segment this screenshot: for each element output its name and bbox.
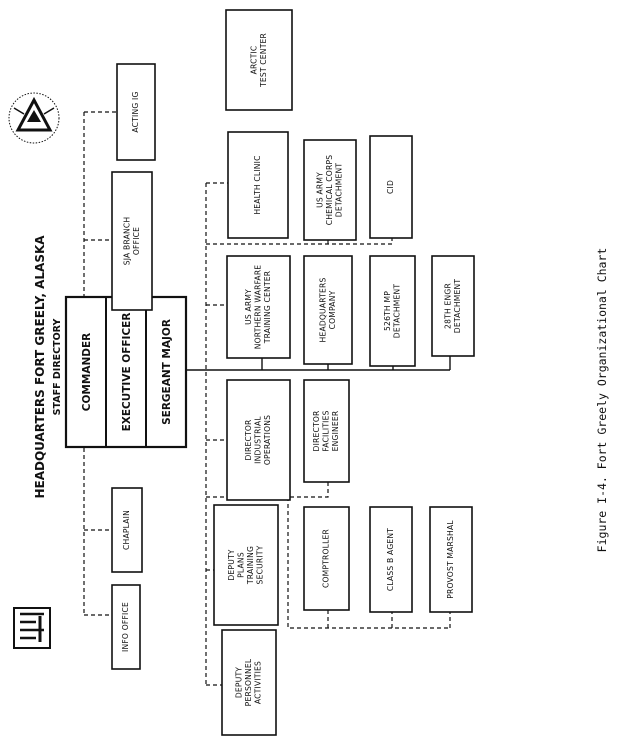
- director-facilities-engineer-box-label: ENGINEER: [331, 410, 340, 451]
- engr-detachment-box-label: 28TH ENGR: [443, 283, 452, 329]
- chaplain-box-frame: [111, 487, 143, 573]
- chemical-corps-box-label: US ARMY: [316, 172, 325, 208]
- executive-officer-label: EXECUTIVE OFFICER: [121, 313, 133, 432]
- army-emblem-logo: [13, 607, 51, 649]
- sja-branch-office-box-label: OFFICE: [132, 227, 141, 255]
- director-facilities-engineer-box-label: DIRECTOR: [312, 410, 321, 451]
- class-b-agent-box-frame: [369, 506, 413, 613]
- deputy-plans-training-security-box-frame: [213, 504, 279, 626]
- commander-label: COMMANDER: [81, 333, 93, 411]
- info-office-box-frame: [111, 584, 141, 670]
- arctic-test-center-box-frame: [225, 9, 293, 111]
- headquarters-company-box-frame: [303, 255, 353, 365]
- cid-box: CID: [369, 135, 413, 239]
- director-facilities-engineer-box-frame: [303, 379, 350, 483]
- arctic-test-center-box-label: TEST CENTER: [259, 32, 268, 88]
- figure-caption: Figure I-4. Fort Greely Organizational C…: [595, 248, 609, 553]
- health-clinic-box-frame: [227, 131, 289, 239]
- director-industrial-operations-box-label: INDUSTRIAL: [254, 416, 263, 464]
- provost-marshal-box-frame: [429, 506, 473, 613]
- cid-box-frame: [369, 135, 413, 239]
- health-clinic-box: HEALTH CLINIC: [227, 131, 289, 239]
- deputy-plans-training-security-box-label: DEPUTY: [227, 549, 236, 580]
- chaplain-box-label: CHAPLAIN: [122, 510, 131, 550]
- acting-ig-box: ACTING IG: [116, 63, 156, 161]
- director-industrial-operations-box-frame: [226, 379, 291, 501]
- deputy-plans-training-security-box-label: TRAINING: [246, 546, 255, 585]
- director-facilities-engineer-box-label: FACILITIES: [322, 410, 331, 451]
- deputy-personnel-activities-box-label: PERSONNEL: [244, 658, 253, 706]
- engr-detachment-box-frame: [431, 255, 475, 357]
- header: HEADQUARTERS FORT GREELY, ALASKA STAFF D…: [33, 235, 63, 499]
- class-b-agent-box-label: CLASS B AGENT: [386, 528, 395, 591]
- provost-marshal-box: PROVOST MARSHAL: [429, 506, 473, 613]
- sja-branch-office-box-frame: [111, 171, 153, 311]
- sja-branch-office-box-label: SJA BRANCH: [122, 217, 131, 266]
- headquarters-company-box-label: HEADQUARTERS: [318, 278, 327, 343]
- header-title: HEADQUARTERS FORT GREELY, ALASKA: [33, 235, 47, 499]
- header-subtitle: STAFF DIRECTORY: [52, 319, 63, 416]
- engr-detachment-box-label: DETACHMENT: [453, 279, 462, 334]
- deputy-plans-training-security-box-label: PLANS: [236, 552, 245, 578]
- deputy-plans-training-security-box-label: SECURITY: [255, 545, 264, 584]
- chemical-corps-box-frame: [303, 139, 357, 241]
- mp-detachment-box-label: 526TH MP: [383, 291, 392, 331]
- chemical-corps-box-label: CHEMICAL CORPS: [325, 155, 334, 226]
- info-office-box: INFO OFFICE: [111, 584, 141, 670]
- deputy-personnel-activities-box-label: DEPUTY: [235, 667, 244, 698]
- command-box-frame: [64, 295, 188, 449]
- headquarters-company-box-label: COMPANY: [328, 290, 337, 329]
- acting-ig-box-label: ACTING IG: [131, 91, 140, 132]
- command-box: COMMANDER EXECUTIVE OFFICER SERGEANT MAJ…: [64, 295, 188, 449]
- deputy-personnel-activities-box-label: ACTIVITIES: [254, 661, 263, 704]
- comptroller-box-frame: [303, 506, 350, 611]
- deputy-personnel-activities-box-frame: [221, 629, 277, 736]
- arctic-test-center-box-label: ARCTIC: [249, 46, 258, 75]
- provost-marshal-box-label: PROVOST MARSHAL: [446, 520, 455, 599]
- comptroller-box: COMPTROLLER: [303, 506, 350, 611]
- nwtc-box-frame: [226, 255, 291, 359]
- nwtc-box-label: NORTHERN WARFARE: [254, 265, 263, 350]
- director-industrial-operations-box-label: OPERATIONS: [263, 415, 272, 465]
- chemical-corps-box-label: DETACHMENT: [335, 163, 344, 218]
- connector-lines: [65, 111, 451, 686]
- bottom-row-bus: [206, 482, 329, 498]
- mp-detachment-box-label: DETACHMENT: [392, 284, 401, 339]
- info-office-box-label: INFO OFFICE: [121, 602, 130, 652]
- lower-bus-line: [287, 497, 450, 629]
- mp-detachment-box-frame: [369, 255, 416, 367]
- chaplain-box: CHAPLAIN: [111, 487, 143, 573]
- acting-ig-box-frame: [116, 63, 156, 161]
- nwtc-box-label: US ARMY: [244, 289, 253, 325]
- nwtc-box-label: TRAINING CENTER: [263, 270, 272, 344]
- cid-box-label: CID: [386, 180, 395, 194]
- arctic-logo: [8, 92, 60, 144]
- health-clinic-box-label: HEALTH CLINIC: [253, 155, 262, 214]
- top-row-bus: [206, 238, 393, 245]
- comptroller-box-label: COMPTROLLER: [322, 528, 331, 588]
- sergeant-major-label: SERGEANT MAJOR: [161, 319, 173, 425]
- class-b-agent-box: CLASS B AGENT: [369, 506, 413, 613]
- director-industrial-operations-box-label: DIRECTOR: [244, 419, 253, 460]
